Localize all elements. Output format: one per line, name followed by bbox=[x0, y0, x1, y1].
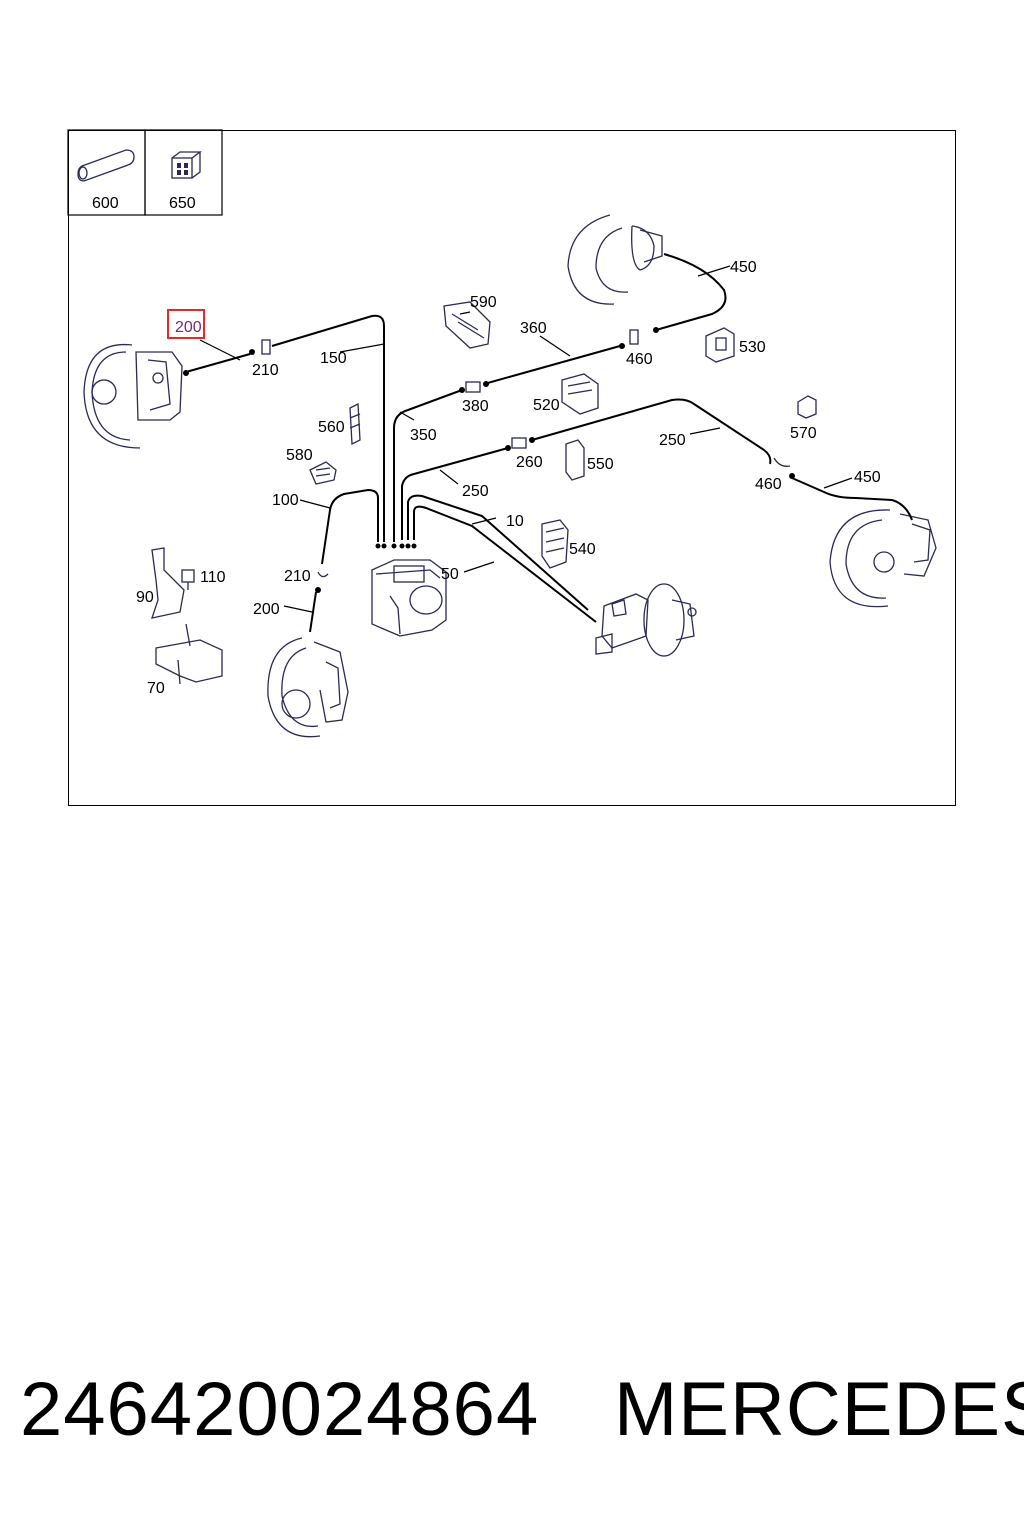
clip-550-icon bbox=[565, 439, 585, 481]
front-left-brake-disc bbox=[83, 343, 183, 449]
label-350: 350 bbox=[410, 427, 437, 444]
rear-top-brake-disc bbox=[567, 214, 663, 305]
label-460-bottom: 460 bbox=[755, 476, 782, 493]
bracket-70-icon bbox=[155, 623, 223, 685]
label-200-front-right: 200 bbox=[253, 601, 280, 618]
label-570: 570 bbox=[790, 425, 817, 442]
abs-hydraulic-unit bbox=[371, 559, 447, 637]
part-number: 246420024864 bbox=[20, 1367, 540, 1452]
inset-label-600: 600 bbox=[92, 195, 119, 212]
brand-name: MERCEDES bbox=[614, 1367, 1024, 1452]
sleeve-600-icon bbox=[77, 149, 135, 182]
label-210-bottom: 210 bbox=[284, 568, 311, 585]
clip-560-icon bbox=[349, 402, 361, 446]
clips-and-brackets bbox=[151, 301, 817, 685]
label-200-front-left: 200 bbox=[175, 319, 202, 336]
highlight-box bbox=[167, 309, 205, 339]
clip-540-icon bbox=[541, 519, 569, 569]
label-450-top: 450 bbox=[730, 259, 757, 276]
label-520: 520 bbox=[533, 397, 560, 414]
master-cylinder-booster bbox=[595, 583, 697, 657]
label-150: 150 bbox=[320, 350, 347, 367]
label-550: 550 bbox=[587, 456, 614, 473]
footer: 246420024864 MERCEDES bbox=[20, 1367, 1024, 1472]
label-580: 580 bbox=[286, 447, 313, 464]
label-70: 70 bbox=[147, 680, 165, 697]
inset-panel: 600 650 bbox=[67, 129, 223, 216]
label-50: 50 bbox=[441, 566, 459, 583]
label-250-right: 250 bbox=[659, 432, 686, 449]
label-590: 590 bbox=[470, 294, 497, 311]
bracket-90-icon bbox=[151, 547, 185, 619]
brake-lines bbox=[185, 253, 913, 633]
label-260: 260 bbox=[516, 454, 543, 471]
label-100: 100 bbox=[272, 492, 299, 509]
part-labels: 200 210 150 590 360 460 450 530 380 520 … bbox=[136, 259, 881, 697]
label-460-top: 460 bbox=[626, 351, 653, 368]
brake-line-diagram: 600 650 bbox=[67, 129, 937, 738]
label-10: 10 bbox=[506, 513, 524, 530]
leader-lines bbox=[283, 265, 853, 613]
clip-520-icon bbox=[561, 373, 599, 415]
bolt-110-icon bbox=[181, 569, 195, 590]
rear-right-brake-disc bbox=[829, 509, 937, 608]
label-210-top: 210 bbox=[252, 362, 279, 379]
label-90: 90 bbox=[136, 589, 154, 606]
bracket-530-icon bbox=[705, 327, 735, 363]
label-450-bottom: 450 bbox=[854, 469, 881, 486]
fittings bbox=[183, 327, 795, 593]
label-530: 530 bbox=[739, 339, 766, 356]
diagram-frame bbox=[68, 130, 956, 806]
label-560: 560 bbox=[318, 419, 345, 436]
clip-650-icon bbox=[171, 151, 202, 179]
clip-570-icon bbox=[797, 395, 817, 419]
clip-580-icon bbox=[309, 461, 337, 485]
label-360: 360 bbox=[520, 320, 547, 337]
label-540: 540 bbox=[569, 541, 596, 558]
label-250-center: 250 bbox=[462, 483, 489, 500]
label-380: 380 bbox=[462, 398, 489, 415]
front-right-brake-disc bbox=[267, 637, 349, 738]
inset-label-650: 650 bbox=[169, 195, 196, 212]
clip-590-icon bbox=[443, 301, 491, 349]
label-110: 110 bbox=[200, 569, 226, 586]
